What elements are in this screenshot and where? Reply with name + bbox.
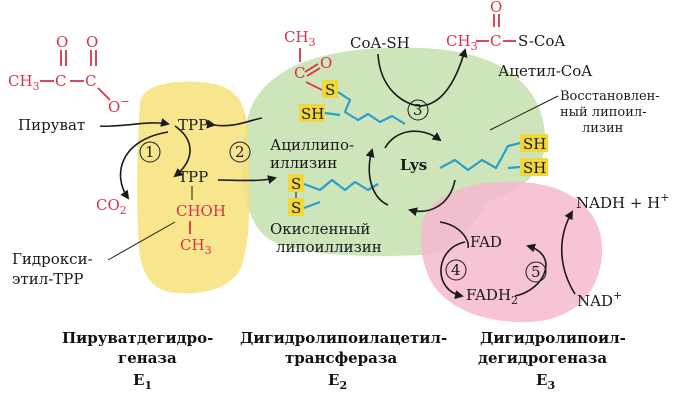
e2-line1: Дигидролипоилацетил- [240, 329, 447, 347]
e3-line2: дегидрогеназа [478, 349, 607, 367]
arrow-step5-return [514, 243, 547, 297]
e2-line2: трансфераза [285, 349, 397, 367]
pyruvate-o-top2: O [86, 33, 98, 51]
pyruvate-o-side: O− [108, 95, 130, 116]
s-box-ox1 [288, 174, 304, 192]
sh-box-red1 [520, 134, 548, 152]
hydroxyethyl-line2: этил-TPP [12, 270, 83, 288]
acetyl-name: Ацетил-CoA [498, 62, 592, 80]
step-5-circle [525, 261, 547, 283]
bond [305, 81, 323, 91]
acyl-lipo-line1: Ацилли­по- [270, 136, 354, 154]
chain-red [439, 141, 521, 172]
reduced-line1: Восстановлен- [560, 89, 660, 104]
s-ox1: S [291, 175, 301, 193]
chain-red-2 [507, 165, 521, 170]
step-3-circle [407, 99, 429, 121]
ch3-lower: CH3 [180, 236, 212, 257]
hydroxyethyl-line1: Гидрокси- [12, 250, 93, 268]
e2-code: E2 [328, 371, 347, 392]
chain-acyl-sh [324, 111, 341, 117]
acyl-c: C [294, 64, 305, 82]
acetyl-o: O [490, 0, 502, 16]
acetyl-scoa: S-CoA [518, 32, 565, 50]
step-4-circle [445, 259, 467, 281]
arrow-step2 [217, 175, 277, 184]
leader-line [107, 221, 176, 261]
pyruvate-ch3: CH3 [8, 72, 40, 93]
arrow-co2-out [119, 131, 169, 200]
choh: CHOH [176, 202, 226, 220]
lys-label: Lys [400, 156, 427, 174]
arrow-tpp-down [173, 125, 191, 178]
e1-blob [137, 81, 250, 294]
s-box-ox2 [288, 198, 304, 216]
step-1: 1 [145, 143, 155, 161]
pyruvate-name: Пируват [18, 116, 85, 134]
acetyl-c: C [490, 32, 501, 50]
s-box-acyl [322, 80, 338, 98]
acetyl-ch3: CH3 [446, 32, 478, 53]
arrow-cycle-top [384, 130, 442, 149]
bond [304, 63, 319, 73]
arrow-step3 [377, 48, 468, 107]
oxidized-line2: липоиллизин [276, 238, 382, 256]
chain-ox [303, 178, 379, 192]
reduced-line2: ный липоил- [560, 105, 647, 120]
leader-line-reduced [489, 95, 559, 131]
e1-line1: Пируватдегидро- [62, 329, 213, 347]
arrow-nad [561, 210, 576, 295]
arrow-cycle-right [408, 179, 456, 217]
acyl-o: O [320, 54, 332, 72]
bond [306, 67, 321, 77]
step-4: 4 [451, 261, 461, 279]
nadh-label: NADH + H+ [576, 191, 669, 212]
e3-blob [420, 181, 603, 323]
sh-box-acyl [299, 104, 325, 122]
step-3: 3 [413, 101, 423, 119]
chain-acyl [337, 91, 406, 125]
oxidized-line1: Окисленный [270, 220, 370, 238]
step-2-circle [229, 141, 251, 163]
step-5: 5 [531, 263, 541, 281]
reduced-line3: лизин [582, 121, 623, 136]
sh-red2: SH [523, 159, 546, 177]
nad-label: NAD+ [577, 289, 622, 310]
chain-ox-2 [303, 200, 321, 210]
fad-label: FAD [470, 233, 502, 251]
pyruvate-c1: C [55, 72, 66, 90]
sh-box-red2 [520, 158, 548, 176]
sh-acyl: SH [301, 105, 324, 123]
arrow-tpp-return [206, 117, 263, 129]
step-1-circle [139, 141, 161, 163]
bond [97, 87, 111, 101]
co2-label: CO2 [96, 196, 127, 217]
step-2: 2 [235, 143, 245, 161]
fadh2-label: FADH2 [466, 286, 518, 307]
s-acyl: S [325, 81, 335, 99]
pyruvate-c2: C [85, 72, 96, 90]
acyl-ch3: CH3 [284, 28, 316, 49]
coa-sh: CoA-SH [350, 34, 410, 52]
e3-code: E3 [536, 371, 555, 392]
acyl-lipo-line2: иллизин [270, 154, 337, 172]
e1-line2: геназа [118, 349, 177, 367]
arrow-step4 [440, 241, 466, 300]
arrow-to-fad [439, 221, 469, 249]
arrow-cycle-left [365, 148, 389, 206]
sh-red1: SH [523, 135, 546, 153]
tpp-top: TPP [178, 116, 208, 134]
s-ox2: S [291, 199, 301, 217]
e3-line1: Дигидролипоил- [480, 329, 626, 347]
e1-code: E1 [133, 371, 152, 392]
arrow-pyruvate-in [99, 118, 170, 128]
tpp-bottom: TPP [178, 168, 208, 186]
pyruvate-o-top: O [56, 33, 68, 51]
